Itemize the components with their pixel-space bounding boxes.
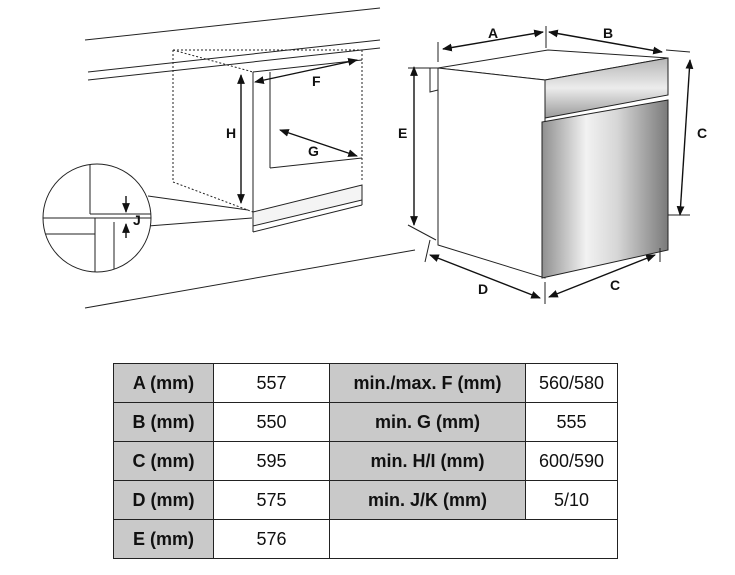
- table-row: E (mm) 576: [113, 519, 618, 559]
- row-label: min. J/K (mm): [329, 480, 526, 520]
- label-e: E: [398, 125, 407, 141]
- empty-cell: [329, 519, 618, 559]
- table-row: C (mm) 595 min. H/I (mm) 600/590: [113, 441, 618, 481]
- dimension-table: A (mm) 557 min./max. F (mm) 560/580 B (m…: [113, 363, 618, 559]
- cabinet-dimension-lines: [237, 58, 358, 204]
- label-b: B: [603, 25, 613, 41]
- row-label: C (mm): [113, 441, 214, 481]
- oven-dimension-lines: [407, 26, 694, 304]
- row-label: min./max. F (mm): [329, 363, 526, 403]
- row-value: 5/10: [525, 480, 618, 520]
- label-j: J: [133, 212, 141, 228]
- detail-circle: [42, 163, 152, 273]
- cabinet-drawing: [84, 7, 416, 309]
- label-g: G: [308, 143, 319, 159]
- row-label: min. G (mm): [329, 402, 526, 442]
- installation-diagram: A B C C D E F G H J: [42, 7, 707, 309]
- row-value: 600/590: [525, 441, 618, 481]
- row-value: 555: [525, 402, 618, 442]
- label-h: H: [226, 125, 236, 141]
- row-value: 557: [213, 363, 330, 403]
- table-row: D (mm) 575 min. J/K (mm) 5/10: [113, 480, 618, 520]
- label-c-right: C: [697, 125, 707, 141]
- row-value: 560/580: [525, 363, 618, 403]
- label-f: F: [312, 73, 321, 89]
- label-a: A: [488, 25, 498, 41]
- row-value: 550: [213, 402, 330, 442]
- table-row: B (mm) 550 min. G (mm) 555: [113, 402, 618, 442]
- label-d: D: [478, 281, 488, 297]
- row-label: E (mm): [113, 519, 214, 559]
- dimension-labels: A B C C D E F G H J: [133, 25, 707, 297]
- row-label: A (mm): [113, 363, 214, 403]
- row-value: 595: [213, 441, 330, 481]
- oven-drawing: [429, 49, 669, 279]
- label-c-bottom: C: [610, 277, 620, 293]
- table-row: A (mm) 557 min./max. F (mm) 560/580: [113, 363, 618, 403]
- row-value: 575: [213, 480, 330, 520]
- row-label: B (mm): [113, 402, 214, 442]
- row-value: 576: [213, 519, 330, 559]
- row-label: D (mm): [113, 480, 214, 520]
- row-label: min. H/I (mm): [329, 441, 526, 481]
